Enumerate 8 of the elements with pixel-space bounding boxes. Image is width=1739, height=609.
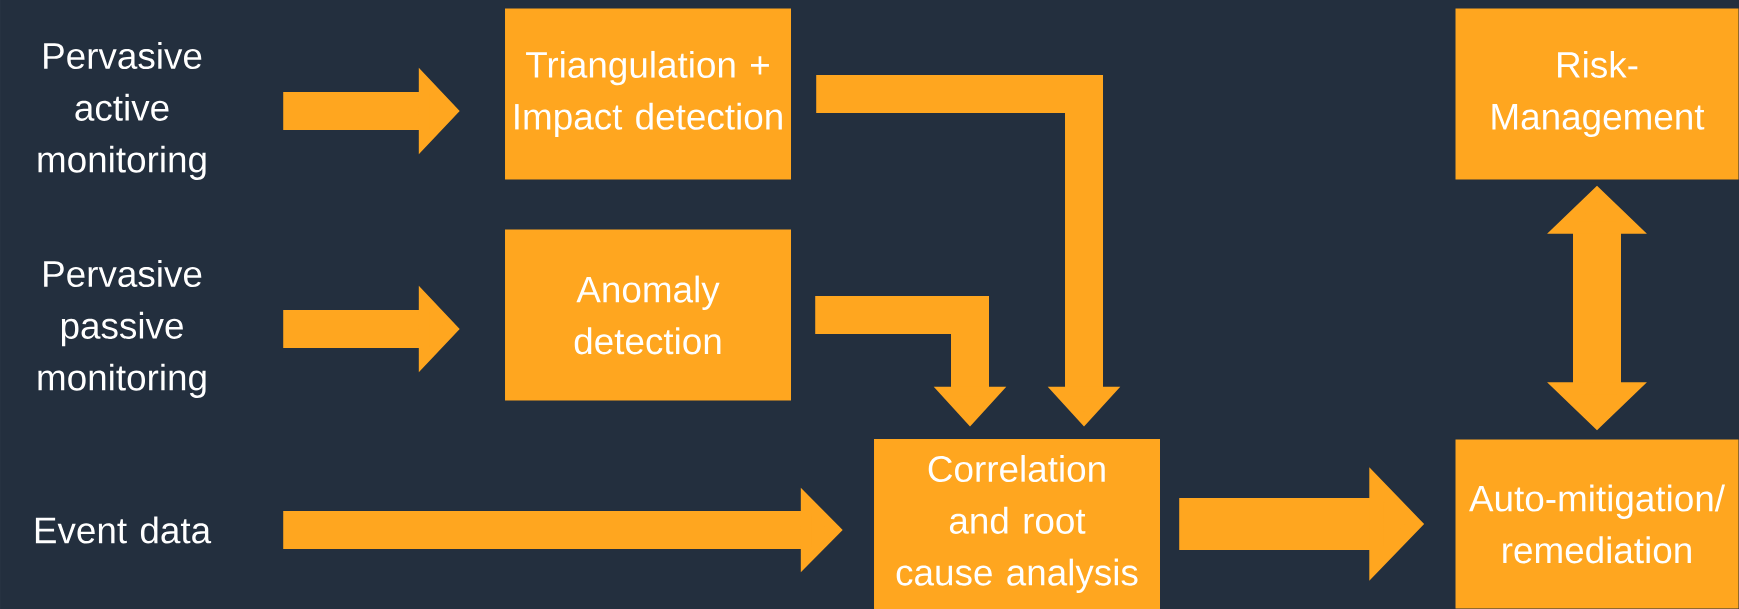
- label-text: Pervasive active monitoring: [38, 42, 206, 180]
- process-box: Auto-mitigation/ remediation: [1455, 439, 1739, 609]
- process-box: Correlation and root cause analysis: [874, 439, 1160, 609]
- process-box: Triangulation + Impact detection: [505, 8, 791, 180]
- process-box: Risk-Management: [1455, 8, 1739, 180]
- process-box: Anomaly detection: [505, 229, 791, 401]
- label-text: Pervasive passive monitoring: [38, 260, 206, 398]
- label-text: Event data: [35, 516, 212, 544]
